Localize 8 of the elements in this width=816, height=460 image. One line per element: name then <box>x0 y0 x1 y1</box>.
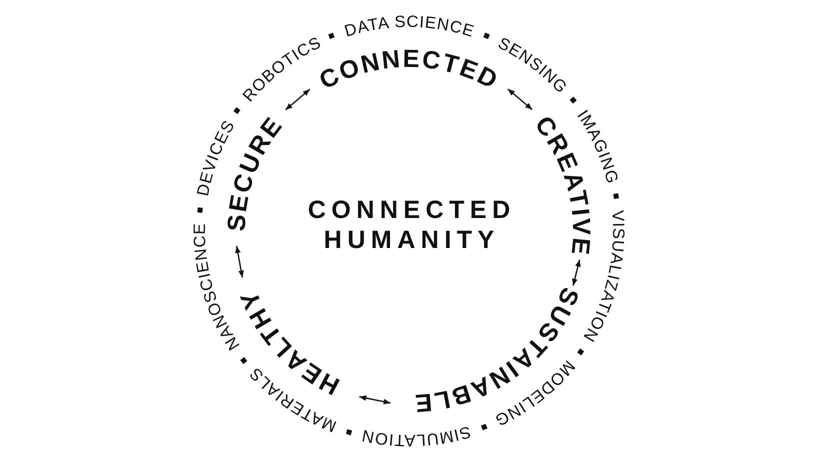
topic-keyword: DATA SCIENCE <box>342 12 477 41</box>
topic-keyword: SIMULATION <box>360 422 473 450</box>
double-arrow <box>572 260 581 286</box>
double-arrow <box>235 246 244 278</box>
double-arrow <box>507 88 533 110</box>
double-arrow <box>285 88 310 110</box>
center-title: CONNECTED HUMANITY <box>306 195 516 255</box>
double-arrow <box>359 395 391 404</box>
